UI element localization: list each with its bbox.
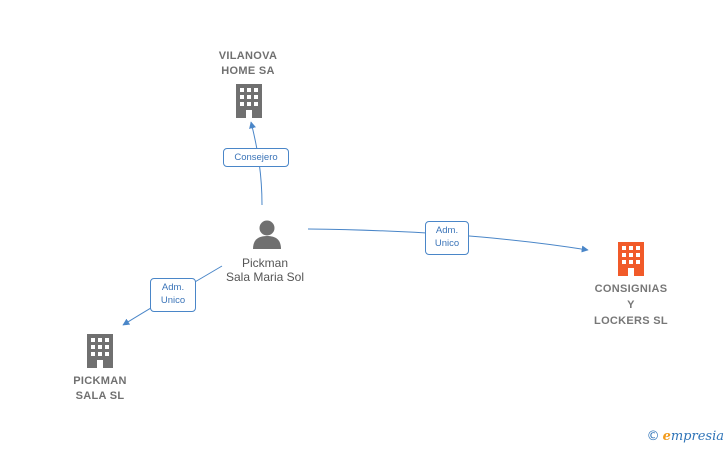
node-label-consignias[interactable]: CONSIGNIAS Y LOCKERS SL [594,283,668,327]
edge-label-consejero[interactable]: Consejero [223,148,289,167]
building-icon[interactable] [85,334,115,368]
node-label-person[interactable]: Pickman Sala Maria Sol [225,256,305,284]
building-icon-highlighted[interactable] [616,242,646,276]
copyright-icon: © [646,429,660,444]
node-label-vilanova[interactable]: VILANOVA HOME SA [218,50,278,77]
person-icon[interactable] [252,219,282,249]
empresia-logo: ©empresia [647,429,724,444]
edge-label-adm-consignias[interactable]: Adm. Unico [425,221,469,255]
edge-label-adm-pickman[interactable]: Adm. Unico [150,278,196,312]
logo-text: mpresia [670,429,724,444]
logo-initial: e [662,429,671,444]
node-label-pickman-sala[interactable]: PICKMAN SALA SL [73,375,127,402]
building-icon[interactable] [234,84,264,118]
